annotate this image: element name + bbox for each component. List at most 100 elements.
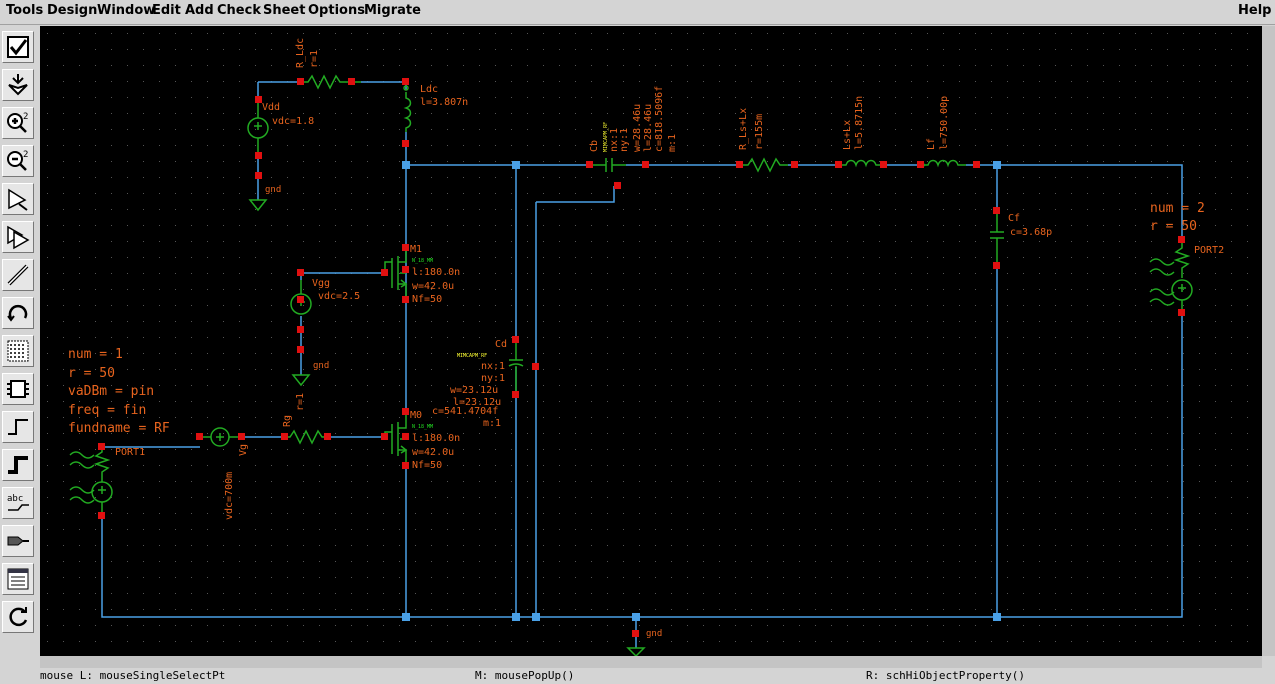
select-button[interactable] [2, 69, 34, 101]
m0-l: l:180.0n [412, 433, 460, 444]
instance-icon [7, 340, 29, 362]
pins [98, 78, 1185, 637]
ldc-inductor[interactable] [403, 92, 412, 132]
status-bar: mouse L: mouseSingleSelectPt M: mousePop… [0, 668, 1275, 684]
cd-capacitor[interactable] [508, 340, 524, 395]
cb-p6: m:1 [667, 134, 678, 152]
lf-name: Lf [926, 138, 937, 150]
svg-text:2: 2 [23, 150, 28, 160]
vg-name: Vg [238, 444, 249, 456]
stretch-button[interactable] [2, 183, 34, 215]
port2-num: num = 2 [1150, 201, 1205, 216]
r-ls-resistor[interactable] [740, 157, 788, 173]
zoom-out-button[interactable]: 2 [2, 145, 34, 177]
cd-name: Cd [495, 339, 507, 350]
pin-button[interactable] [2, 373, 34, 405]
wire-icon [7, 264, 29, 286]
menu-design[interactable]: Design [47, 3, 98, 18]
menu-migrate[interactable]: Migrate [364, 3, 421, 18]
main-gnd-label: gnd [646, 629, 662, 639]
labels: R_Ldc r=1 Vdd vdc=1.8 gnd Ldc l=3.807n C… [68, 38, 1224, 639]
menu-options[interactable]: Options [308, 3, 365, 18]
components [69, 74, 1193, 656]
vgg-param: vdc=2.5 [318, 291, 360, 302]
stretch-icon [8, 188, 28, 211]
menu-tools[interactable]: Tools [6, 3, 44, 18]
port2-name: PORT2 [1194, 245, 1224, 256]
menu-bar: Tools Design Window Edit Add Check Sheet… [0, 0, 1275, 25]
instance-button[interactable] [2, 335, 34, 367]
vdd-param: vdc=1.8 [272, 116, 314, 127]
vertical-scrollbar[interactable] [1262, 26, 1275, 656]
ls-param: l=5.8715n [854, 96, 865, 150]
cd-p1: nx:1 [481, 361, 505, 372]
r-ls-param: r=155m [754, 114, 765, 150]
rg-name: Rg [282, 415, 293, 427]
schematic-canvas[interactable]: R_Ldc r=1 Vdd vdc=1.8 gnd Ldc l=3.807n C… [40, 26, 1262, 656]
m0-nf: Nf=50 [412, 460, 442, 471]
m1-w: w=42.0u [412, 281, 454, 292]
r-ldc-param: r=1 [309, 50, 320, 68]
cb-p2: ny:1 [619, 128, 630, 152]
cb-model: MIMCAPM_RF [603, 122, 609, 152]
cd-p5: c=541.4704f [432, 406, 498, 417]
wire-narrow-button[interactable] [2, 411, 34, 443]
gnd-symbol-main [626, 647, 646, 656]
vg-param: vdc=700m [224, 472, 235, 520]
pin-add-icon [7, 536, 29, 546]
port1-fund: fundname = RF [68, 421, 170, 436]
menu-check[interactable]: Check [217, 3, 261, 18]
cd-p3: w=23.12u [450, 385, 498, 396]
horizontal-scrollbar[interactable] [40, 656, 1262, 668]
rg-resistor[interactable] [285, 429, 324, 445]
lf-inductor[interactable] [920, 159, 966, 168]
m0-transistor[interactable] [384, 410, 407, 465]
menu-sheet[interactable]: Sheet [263, 3, 306, 18]
wires [101, 81, 1183, 648]
port2-resistor[interactable] [1173, 240, 1191, 278]
r-ldc-resistor[interactable] [300, 74, 361, 90]
ls-inductor[interactable] [838, 159, 880, 168]
menu-help[interactable]: Help [1238, 3, 1272, 18]
label-button[interactable]: abc [2, 487, 34, 519]
refresh-button[interactable] [2, 601, 34, 633]
m1-l: l:180.0n [412, 267, 460, 278]
port1-freq: freq = fin [68, 403, 146, 418]
select-arrow-icon [8, 74, 28, 96]
wire-button[interactable] [2, 259, 34, 291]
pin-add-button[interactable] [2, 525, 34, 557]
wire-narrow-icon [8, 419, 28, 435]
cb-capacitor[interactable] [590, 158, 626, 172]
ldc-name: Ldc [420, 84, 438, 95]
zoom-out-icon: 2 [7, 150, 28, 171]
port1-resistor[interactable] [93, 447, 111, 515]
copy-button[interactable] [2, 221, 34, 253]
copy-icon [7, 225, 30, 250]
property-button[interactable] [2, 563, 34, 595]
m0-name: M0 [410, 410, 422, 421]
cf-param: c=3.68p [1010, 227, 1052, 238]
svg-text:abc: abc [7, 494, 23, 504]
status-mouse-left: mouse L: mouseSingleSelectPt [40, 669, 226, 682]
m0-w: w=42.0u [412, 447, 454, 458]
port2-r: r = 50 [1150, 219, 1197, 234]
menu-add[interactable]: Add [185, 3, 214, 18]
vgg-gnd: gnd [313, 361, 329, 371]
undo-button[interactable] [2, 297, 34, 329]
wire-wide-button[interactable] [2, 449, 34, 481]
cb-p5: c=818.5096f [654, 86, 665, 152]
cf-capacitor[interactable] [990, 210, 1004, 265]
m1-model: N_18_MM [412, 258, 433, 264]
m1-name: M1 [410, 244, 422, 255]
m1-transistor[interactable] [384, 250, 407, 300]
property-icon [7, 568, 29, 590]
zoom-in-button[interactable]: 2 [2, 107, 34, 139]
vdd-name: Vdd [262, 102, 280, 113]
refresh-icon [9, 607, 28, 627]
check-save-button[interactable] [2, 31, 34, 63]
menu-window[interactable]: Window [97, 3, 156, 18]
cb-p1: nx:1 [609, 128, 620, 152]
menu-edit[interactable]: Edit [152, 3, 181, 18]
status-mouse-right: R: schHiObjectProperty() [866, 669, 1025, 682]
port1-num: num = 1 [68, 347, 123, 362]
